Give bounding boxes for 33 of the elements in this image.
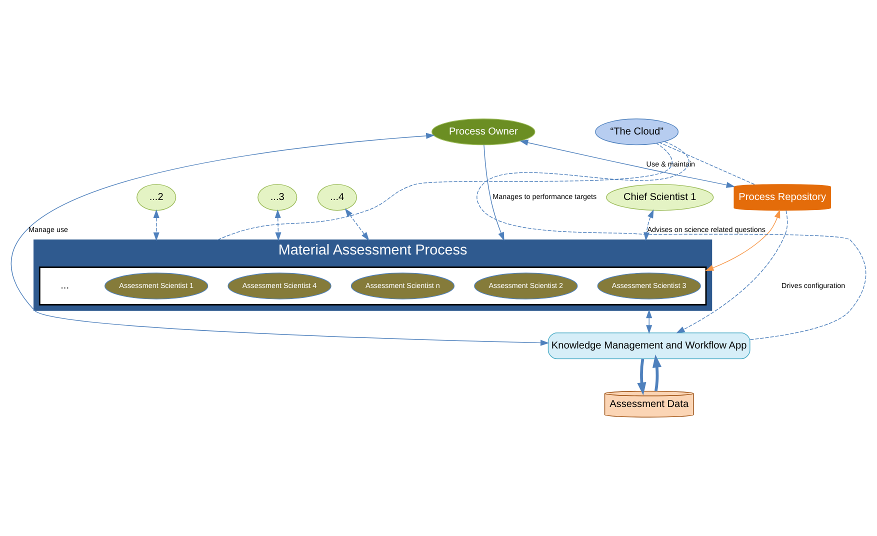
connector	[660, 142, 755, 185]
edge-label: Manage use	[28, 224, 68, 234]
node-ellipse: Assessment Scientist 2	[474, 272, 578, 300]
node-ellipse: Assessment Scientist 3	[597, 272, 701, 300]
node-ellipse: ...2	[136, 184, 176, 211]
arrow	[274, 209, 282, 241]
node-ellipse: Assessment Scientist n	[350, 272, 455, 300]
node-ellipse: Chief Scientist 1	[606, 184, 714, 211]
edge-label: Advises on science related questions	[647, 224, 766, 234]
label: ...	[60, 280, 70, 292]
arrow	[644, 209, 654, 241]
connector	[217, 143, 672, 240]
node-ellipse: Assessment Scientist 4	[228, 272, 332, 300]
edge-label: Manages to performance targets	[492, 192, 597, 202]
node-ellipse: ...4	[317, 184, 357, 211]
arrow	[12, 132, 550, 346]
arrow	[484, 144, 504, 241]
edge-label: Drives configuration	[782, 280, 846, 290]
arrow	[652, 354, 662, 392]
arrow	[519, 140, 736, 188]
connector	[476, 141, 866, 340]
arrow	[344, 208, 370, 241]
arrow	[676, 210, 788, 334]
node-ellipse: “The Cloud”	[595, 118, 679, 146]
node-box: Knowledge Management and Workflow App	[548, 332, 750, 360]
arrow	[637, 358, 646, 396]
arrow	[153, 209, 160, 241]
node-ellipse: ...3	[258, 184, 298, 211]
arrow	[704, 209, 780, 271]
node-ellipse: Assessment Scientist 1	[104, 272, 208, 300]
edge-label: Use & maintain	[646, 159, 696, 168]
arrow	[646, 309, 652, 334]
cluster	[38, 266, 707, 306]
